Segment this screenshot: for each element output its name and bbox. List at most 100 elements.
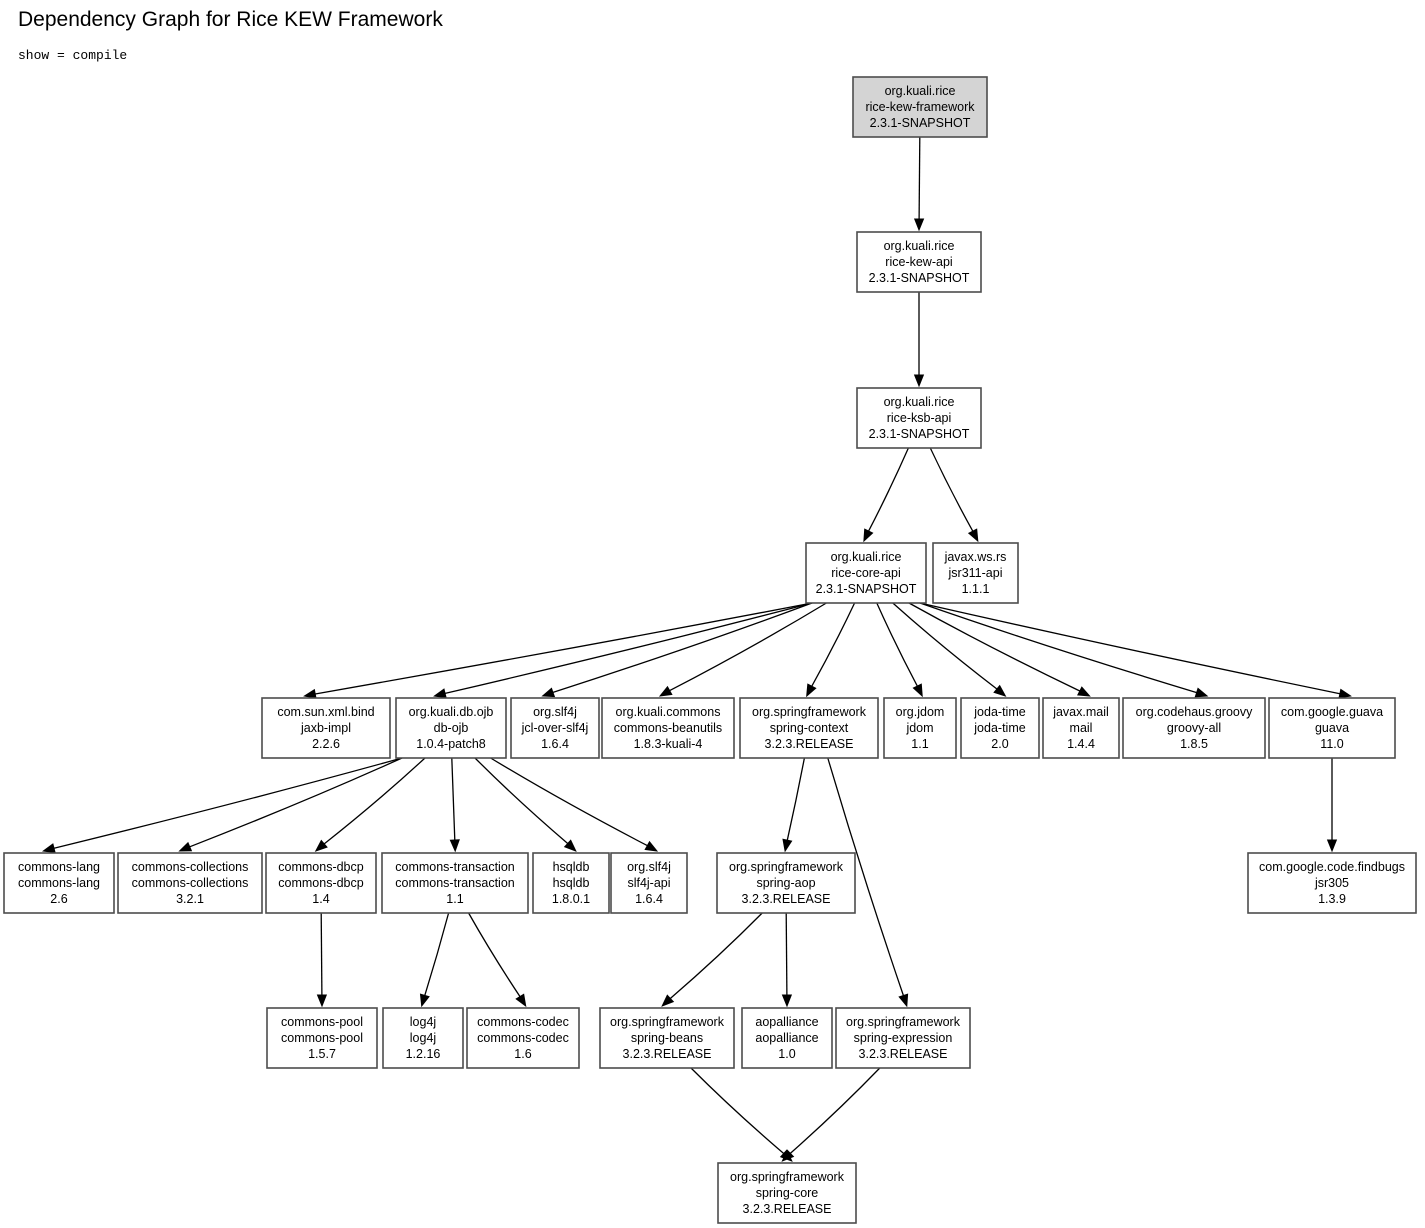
node-group-id: com.sun.xml.bind (277, 705, 374, 719)
node-box[interactable] (395, 697, 507, 759)
node-box[interactable] (856, 231, 982, 293)
node-box[interactable] (805, 542, 927, 604)
edge-line (474, 757, 569, 844)
node-box[interactable] (717, 1162, 857, 1224)
edge-line (189, 757, 403, 848)
node-box[interactable] (117, 852, 263, 914)
graph-edge (433, 602, 813, 699)
node-version: 1.6.4 (635, 892, 663, 906)
node-group-id: commons-codec (477, 1015, 569, 1029)
graph-node-spring-context[interactable]: org.springframeworkspring-context3.2.3.R… (739, 697, 879, 759)
node-box[interactable] (1042, 697, 1120, 759)
node-box[interactable] (739, 697, 879, 759)
edge-arrowhead (433, 688, 447, 699)
node-group-id: org.kuali.rice (831, 550, 902, 564)
edge-line (811, 602, 856, 687)
node-box[interactable] (265, 852, 377, 914)
edge-line (490, 757, 648, 847)
node-group-id: javax.mail (1052, 705, 1109, 719)
node-box[interactable] (1247, 852, 1417, 914)
node-artifact-id: commons-pool (281, 1031, 363, 1045)
edge-arrowhead (781, 994, 793, 1008)
node-box[interactable] (3, 852, 115, 914)
node-box[interactable] (1268, 697, 1396, 759)
node-group-id: commons-collections (132, 860, 249, 874)
node-artifact-id: commons-lang (18, 876, 100, 890)
edge-layer (41, 136, 1352, 1162)
node-version: 1.1.1 (962, 582, 990, 596)
page-subtitle: show = compile (18, 48, 128, 63)
node-box[interactable] (716, 852, 856, 914)
node-box[interactable] (599, 1007, 735, 1069)
node-box[interactable] (932, 542, 1019, 604)
node-box[interactable] (960, 697, 1040, 759)
edge-arrowhead (898, 993, 909, 1008)
graph-edge (1326, 757, 1338, 853)
node-box[interactable] (741, 1007, 833, 1069)
node-artifact-id: commons-dbcp (278, 876, 363, 890)
edge-line (827, 757, 905, 996)
node-box[interactable] (266, 1007, 378, 1069)
graph-node-commons-beanutils[interactable]: org.kuali.commonscommons-beanutils1.8.3-… (601, 697, 735, 759)
graph-node-rice-kew-framework[interactable]: org.kuali.ricerice-kew-framework2.3.1-SN… (852, 76, 988, 138)
node-box[interactable] (883, 697, 957, 759)
node-version: 1.8.5 (1180, 737, 1208, 751)
edge-arrowhead (515, 993, 527, 1008)
node-artifact-id: spring-context (770, 721, 849, 735)
node-box[interactable] (856, 387, 982, 449)
node-box[interactable] (610, 852, 688, 914)
node-group-id: com.google.code.findbugs (1259, 860, 1405, 874)
node-box[interactable] (835, 1007, 971, 1069)
node-group-id: aopalliance (755, 1015, 818, 1029)
node-group-id: org.kuali.rice (885, 84, 956, 98)
node-box[interactable] (510, 697, 600, 759)
edge-arrowhead (1194, 687, 1209, 698)
edge-line (669, 602, 827, 692)
graph-node-commons-collections[interactable]: commons-collectionscommons-collections3.… (117, 852, 263, 914)
node-box[interactable] (261, 697, 391, 759)
graph-node-spring-beans[interactable]: org.springframeworkspring-beans3.2.3.REL… (599, 1007, 735, 1069)
node-box[interactable] (1122, 697, 1266, 759)
node-artifact-id: guava (1315, 721, 1349, 735)
edge-line (320, 912, 323, 996)
node-artifact-id: commons-codec (477, 1031, 569, 1045)
node-version: 2.0 (991, 737, 1008, 751)
graph-edge (474, 757, 577, 852)
edge-arrowhead (1326, 839, 1338, 853)
graph-edge (781, 912, 793, 1008)
graph-node-commons-transaction[interactable]: commons-transactioncommons-transaction1.… (381, 852, 529, 914)
node-box[interactable] (532, 852, 610, 914)
node-box[interactable] (382, 1007, 464, 1069)
node-artifact-id: joda-time (973, 721, 1025, 735)
graph-node-rice-core-api[interactable]: org.kuali.ricerice-core-api2.3.1-SNAPSHO… (805, 542, 927, 604)
graph-node-spring-aop[interactable]: org.springframeworkspring-aop3.2.3.RELEA… (716, 852, 856, 914)
node-box[interactable] (852, 76, 988, 138)
graph-node-spring-expression[interactable]: org.springframeworkspring-expression3.2.… (835, 1007, 971, 1069)
node-box[interactable] (381, 852, 529, 914)
edge-arrowhead (863, 528, 874, 543)
edge-line (468, 912, 521, 997)
graph-node-spring-core[interactable]: org.springframeworkspring-core3.2.3.RELE… (717, 1162, 857, 1224)
node-box[interactable] (601, 697, 735, 759)
node-box[interactable] (466, 1007, 580, 1069)
